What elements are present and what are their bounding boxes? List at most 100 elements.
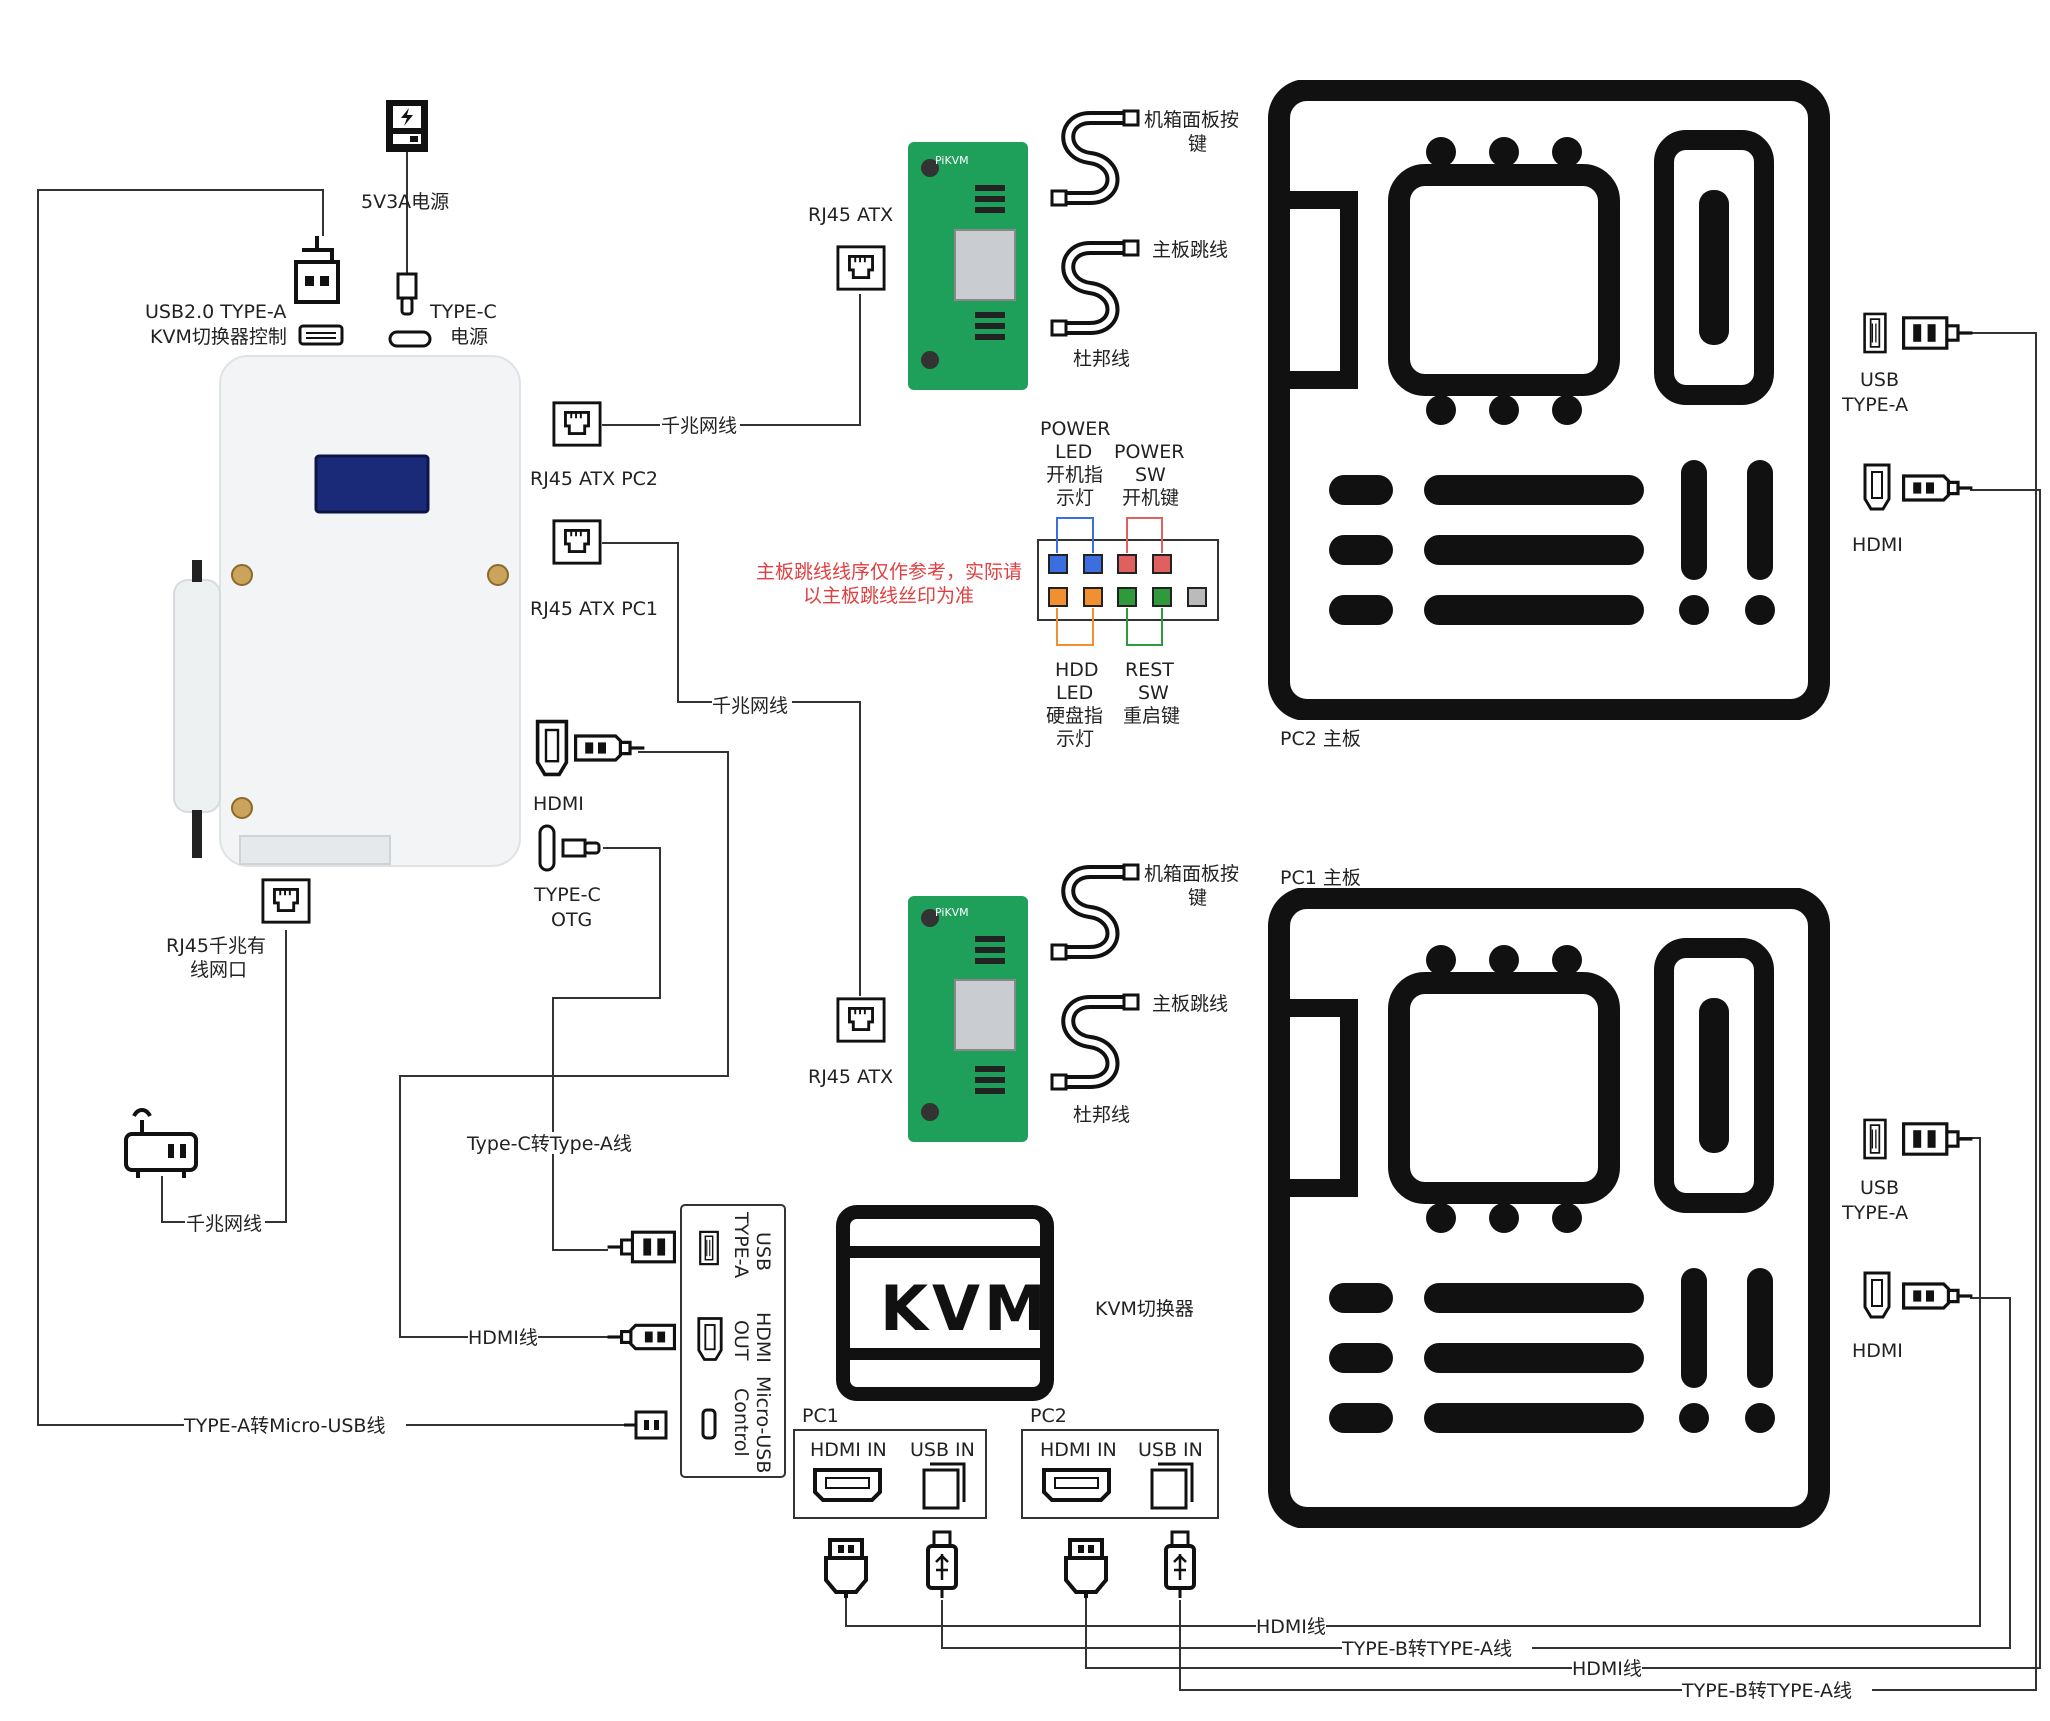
rj45-lan-label-1: RJ45千兆有	[166, 935, 266, 957]
pikvm-device	[174, 326, 520, 866]
power-supply-icon	[386, 100, 428, 152]
kvm-pc1-usb-port-icon	[924, 1464, 964, 1508]
mb-pc1-usb-label-1: USB	[1860, 1177, 1899, 1199]
kvm-micro-usb-port-icon	[703, 1410, 715, 1438]
kvm-pc2-usb-port-icon	[1152, 1464, 1192, 1508]
atx-board-top: PiKVM	[908, 142, 1028, 390]
cable-gigabit-2: 千兆网线	[712, 695, 788, 717]
mb-pc1-hdmi-port-icon	[1865, 1273, 1889, 1317]
kvm-port-usb: USB	[752, 1232, 774, 1271]
kvm-pc1-hdmi-plug-icon	[826, 1540, 866, 1598]
usb-port-icon	[300, 326, 342, 344]
atx-bottom-rj45-icon	[838, 999, 884, 1041]
mb-pc2-label: PC2 主板	[1280, 728, 1361, 750]
kvm-hdmi-plug-icon	[608, 1325, 675, 1348]
kvm-port-micro-usb: Micro-USB	[752, 1376, 774, 1473]
motherboard-pc2-icon	[1279, 90, 1819, 710]
hdmi-port-icon	[538, 722, 567, 775]
pin-reset-sw-2	[1153, 588, 1171, 606]
kvm-pc2-label: PC2	[1030, 1405, 1067, 1427]
usb-port-label-2: KVM切换器控制	[150, 326, 287, 348]
kvm-pc2-usb-plug-icon	[1166, 1532, 1194, 1598]
atx-bottom-panel-label-1: 机箱面板按	[1144, 863, 1239, 885]
mb-pc2-hdmi-label: HDMI	[1852, 534, 1903, 556]
kvm-usb-plug-icon	[608, 1232, 675, 1262]
power-sw-label-2: SW	[1135, 464, 1166, 486]
cable-bottom-2: TYPE-B转TYPE-A线	[1341, 1638, 1512, 1660]
kvm-logo: KVM	[880, 1272, 1050, 1345]
atx-top-dupont-label: 杜邦线	[1073, 348, 1130, 370]
kvm-pc1-label: PC1	[802, 1405, 839, 1427]
atx-top-rj45-icon	[838, 247, 884, 289]
device-body	[220, 356, 520, 866]
mb-pc2-usb-label-1: USB	[1860, 369, 1899, 391]
atx-top-panel-label-2: 键	[1188, 133, 1207, 155]
hdd-led-label-3: 硬盘指	[1046, 705, 1103, 727]
mb-pc1-usb-label-2: TYPE-A	[1841, 1202, 1908, 1224]
rj45-pc1-icon	[554, 521, 600, 563]
usb-port-label-1: USB2.0 TYPE-A	[145, 301, 286, 323]
atx-bottom-jumper-label: 主板跳线	[1152, 993, 1228, 1015]
mb-pc2-hdmi-port-icon	[1865, 465, 1889, 509]
kvm-pc2-hdmi-port-icon	[1044, 1470, 1109, 1500]
atx-top-brand: PiKVM	[935, 154, 969, 167]
atx-bottom-dupont-label: 杜邦线	[1073, 1104, 1130, 1126]
cable-bottom-3: HDMI线	[1572, 1658, 1642, 1680]
cable-hdmi: HDMI线	[468, 1327, 538, 1349]
pin-hdd-led-minus	[1084, 588, 1102, 606]
mb-pc2-usb-plug-icon	[1904, 318, 1973, 348]
power-led-label-2: LED	[1055, 441, 1092, 463]
device-screen	[316, 456, 428, 512]
pin-power-sw-2	[1153, 555, 1171, 573]
power-sw-label-1: POWER	[1114, 441, 1184, 463]
kvm-pc2-hdmi-plug-icon	[1066, 1540, 1106, 1598]
cable-bottom-1: HDMI线	[1256, 1616, 1326, 1638]
hdd-led-label-1: HDD	[1055, 659, 1099, 681]
pin-power-sw-1	[1118, 555, 1136, 573]
wire-rj45-pc2	[602, 294, 860, 425]
hdmi-plug-icon	[576, 736, 645, 760]
atx-board-bottom: PiKVM	[908, 896, 1028, 1142]
cable-gigabit-3: 千兆网线	[186, 1213, 262, 1235]
kvm-pc2-usb-in: USB IN	[1138, 1439, 1203, 1461]
kvm-pc1-usb-in: USB IN	[910, 1439, 975, 1461]
power-led-label-1: POWER	[1040, 418, 1110, 440]
pin-note-2: 以主板跳线丝印为准	[803, 585, 974, 607]
rj45-pc2-label: RJ45 ATX PC2	[530, 468, 658, 490]
usb-a-plug-icon	[296, 236, 338, 302]
pin-empty	[1188, 588, 1206, 606]
mb-pc1-usb-plug-icon	[1904, 1124, 1973, 1154]
pin-hdd-led-plus	[1049, 588, 1067, 606]
typec-power-label-1: TYPE-C	[429, 301, 497, 323]
atx-bottom-cable-1-icon	[1052, 865, 1138, 959]
atx-bottom-brand: PiKVM	[935, 906, 969, 919]
typec-otg-label-1: TYPE-C	[533, 884, 601, 906]
kvm-usb-port-icon	[700, 1232, 718, 1264]
kvm-port-hdmi: HDMI	[752, 1312, 774, 1363]
hdmi-label: HDMI	[533, 793, 584, 815]
cable-bottom-4: TYPE-B转TYPE-A线	[1681, 1680, 1852, 1702]
hdd-led-label-4: 示灯	[1056, 728, 1094, 750]
kvm-pc1-hdmi-in: HDMI IN	[810, 1439, 887, 1461]
cable-typec-typea: Type-C转Type-A线	[466, 1133, 632, 1155]
mb-pc1-hdmi-label: HDMI	[1852, 1340, 1903, 1362]
reset-sw-label-2: SW	[1138, 682, 1169, 704]
kvm-port-typea: TYPE-A	[730, 1211, 752, 1278]
typec-otg-icon	[540, 826, 599, 870]
pin-power-led-minus	[1084, 555, 1102, 573]
rj45-lan-label-2: 线网口	[190, 959, 247, 981]
device-side-port	[240, 836, 390, 864]
pin-power-led-plus	[1049, 555, 1067, 573]
atx-top-jumper-label: 主板跳线	[1152, 239, 1228, 261]
kvm-port-control: Control	[730, 1388, 752, 1457]
typec-port-icon	[390, 332, 430, 346]
hdd-led-label-2: LED	[1056, 682, 1093, 704]
typec-otg-label-2: OTG	[551, 909, 592, 931]
power-led-label-3: 开机指	[1046, 464, 1103, 486]
mb-pc1-label: PC1 主板	[1280, 867, 1361, 889]
pin-header	[1038, 518, 1218, 645]
mb-pc1-hdmi-plug-icon	[1904, 1284, 1973, 1308]
atx-bottom-cable-2-icon	[1052, 995, 1138, 1089]
reset-sw-label-3: 重启键	[1123, 705, 1180, 727]
mb-pc2-usb-label-2: TYPE-A	[1841, 394, 1908, 416]
